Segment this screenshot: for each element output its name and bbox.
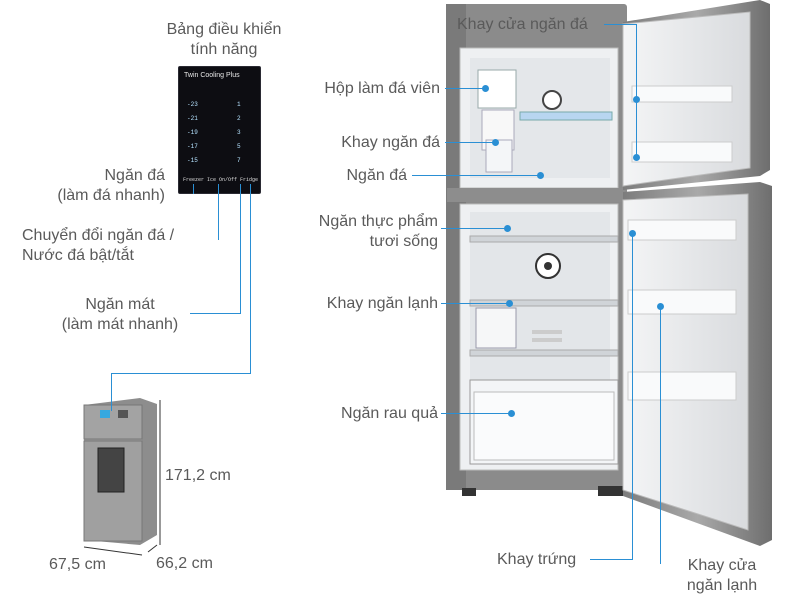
leader: [111, 373, 112, 411]
freezer-temp: -19: [187, 129, 198, 136]
label-control-panel: Bảng điều khiển tính năng: [166, 21, 282, 58]
leader: [604, 24, 636, 25]
leader: [590, 559, 633, 560]
control-panel: Twin Cooling Plus -23 -21 -19 -17 -15 1 …: [178, 66, 261, 194]
marker: [508, 410, 515, 417]
fridge-temp: 7: [237, 157, 241, 164]
marker: [504, 225, 511, 232]
fridge-temp: 1: [237, 101, 241, 108]
leader: [445, 88, 485, 89]
label-ice-tray: Khay ngăn đá: [341, 134, 440, 151]
fridge-temp: 3: [237, 129, 241, 136]
label-ice-door-tray: Khay cửa ngăn đá: [457, 16, 588, 33]
dimension-depth: 66,2 cm: [156, 555, 213, 572]
marker: [482, 85, 489, 92]
freezer-temp: -17: [187, 143, 198, 150]
label-switch: Chuyển đổi ngăn đá / Nước đá bật/tắt: [22, 227, 175, 264]
freezer-temp: -15: [187, 157, 198, 164]
dimension-width: 67,5 cm: [49, 556, 106, 573]
leader: [660, 306, 661, 564]
marker: [633, 96, 640, 103]
marker: [506, 300, 513, 307]
panel-title: Twin Cooling Plus: [184, 72, 240, 79]
marker: [492, 139, 499, 146]
label-freezer: Ngăn đá: [346, 167, 408, 184]
label-fridge-tray: Khay ngăn lạnh: [326, 295, 438, 312]
leader: [240, 184, 241, 314]
dimension-height: 171,2 cm: [165, 467, 231, 484]
small-fridge: [83, 398, 161, 556]
leader: [441, 303, 509, 304]
marker: [657, 303, 664, 310]
fridge-temp: 5: [237, 143, 241, 150]
leader: [412, 175, 540, 176]
label-ice-box: Hộp làm đá viên: [324, 80, 440, 97]
marker: [629, 230, 636, 237]
label-fresh-food: Ngăn thực phẩm tươi sống: [318, 213, 438, 250]
marker: [537, 172, 544, 179]
leader: [441, 413, 511, 414]
leader: [636, 24, 637, 158]
fridge-doors: [622, 0, 772, 546]
leader: [190, 313, 241, 314]
label-freezer-fast: Ngăn đá (làm đá nhanh): [57, 167, 165, 204]
leader: [250, 184, 251, 374]
leader: [441, 228, 507, 229]
leader: [111, 373, 251, 374]
panel-footer: Freezer Ice On/Off Fridge: [183, 177, 259, 183]
label-egg-tray: Khay trứng: [497, 551, 577, 568]
fridge-body: [446, 4, 627, 496]
label-fridge-fast: Ngăn mát (làm mát nhanh): [61, 296, 179, 333]
leader: [632, 233, 633, 559]
freezer-temp: -21: [187, 115, 198, 122]
label-fridge-door-tray: Khay cửa ngăn lạnh: [686, 557, 758, 594]
fridge-temp: 2: [237, 115, 241, 122]
leader: [193, 184, 194, 194]
leader: [218, 184, 219, 240]
label-veg: Ngăn rau quả: [341, 405, 438, 422]
leader: [445, 142, 495, 143]
freezer-temp: -23: [187, 101, 198, 108]
marker: [633, 154, 640, 161]
